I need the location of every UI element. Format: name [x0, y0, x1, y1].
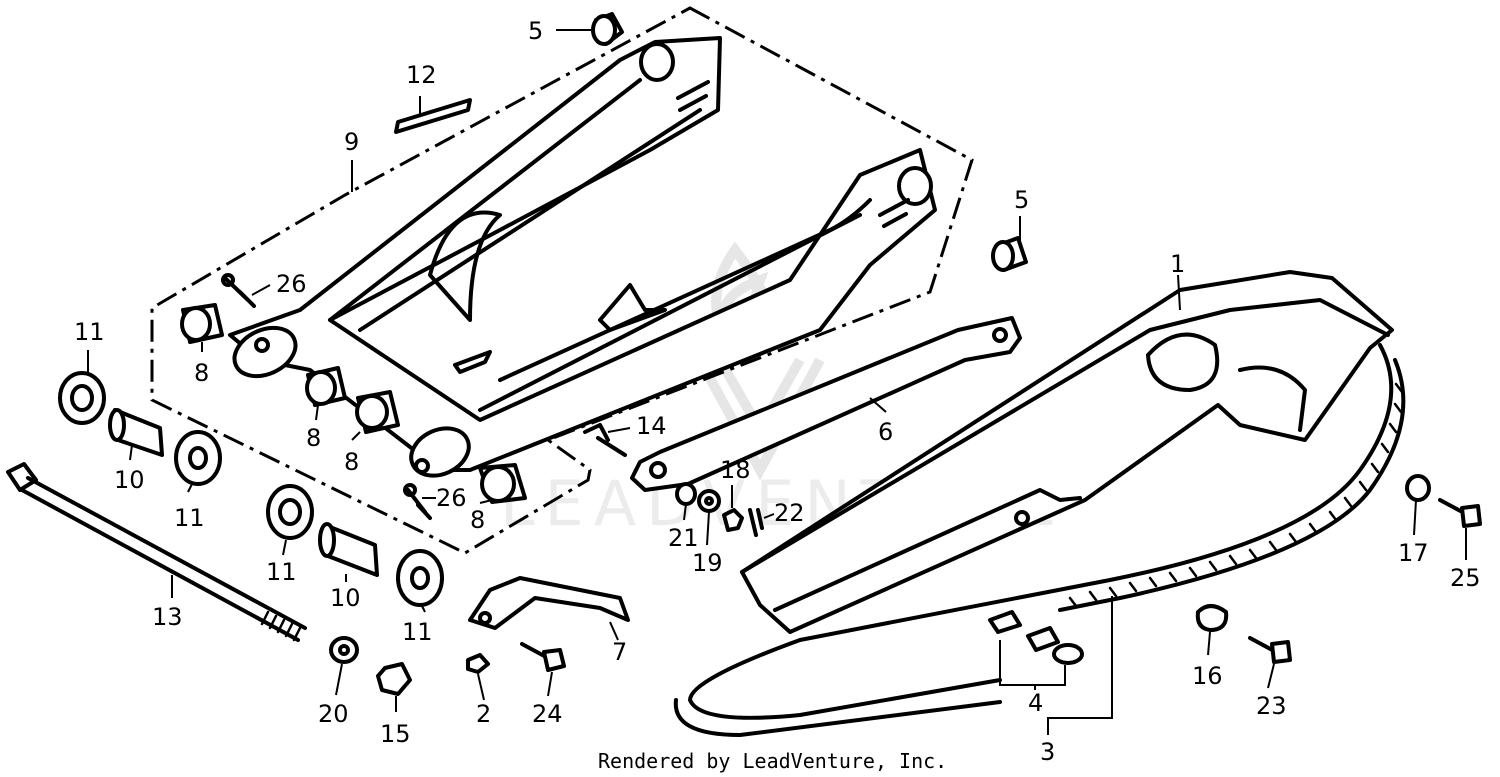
chain-case-bolt-lower [1248, 636, 1292, 664]
callout-16: 16 [1192, 662, 1223, 690]
grease-fitting-upper [221, 273, 256, 308]
pivot-collar-2 [318, 522, 379, 577]
master-link [988, 610, 1084, 665]
chain-case-bolt-upper [1438, 498, 1482, 528]
bushing-right [991, 236, 1028, 272]
callout-11-a: 11 [74, 318, 105, 346]
leader-lines [87, 29, 1467, 735]
callouts: 5 12 9 5 1 26 11 8 8 8 8 14 6 10 11 26 1… [74, 17, 1481, 766]
callout-8-a: 8 [194, 359, 209, 387]
callout-24: 24 [532, 700, 563, 728]
dust-seal-4 [396, 549, 444, 607]
render-credit: Rendered by LeadVenture, Inc. [598, 749, 947, 773]
chain-case [740, 270, 1394, 634]
swingarm [228, 36, 937, 478]
dust-seal-2 [174, 430, 222, 486]
callout-26-lower: 26 [436, 484, 467, 512]
callout-8-c: 8 [344, 448, 359, 476]
callout-22: 22 [774, 499, 805, 527]
pivot-bolt [6, 462, 307, 642]
callout-21: 21 [668, 524, 699, 552]
callout-7: 7 [612, 638, 627, 666]
callout-23: 23 [1256, 692, 1287, 720]
callout-9: 9 [344, 128, 359, 156]
callout-8-b: 8 [306, 424, 321, 452]
dust-seal-3 [266, 484, 314, 540]
callout-2: 2 [476, 700, 491, 728]
callout-15: 15 [380, 720, 411, 748]
callout-18: 18 [720, 456, 751, 484]
callout-20: 20 [318, 700, 349, 728]
callout-19: 19 [692, 549, 723, 577]
callout-10-b: 10 [330, 584, 361, 612]
callout-26-upper: 26 [276, 270, 307, 298]
callout-11-d: 11 [402, 618, 433, 646]
cotter-pin [748, 508, 764, 537]
callout-12: 12 [406, 61, 437, 89]
callout-14: 14 [636, 412, 667, 440]
guide-nut [466, 653, 490, 674]
torque-link [630, 316, 1022, 492]
grease-fitting-lower [403, 483, 432, 520]
callout-5-right: 5 [1014, 186, 1029, 214]
callout-13: 13 [152, 603, 183, 631]
callout-11-b: 11 [174, 504, 205, 532]
caution-label [394, 98, 472, 134]
chain-case-grommet [1195, 604, 1229, 632]
callout-6: 6 [878, 418, 893, 446]
callout-17: 17 [1398, 539, 1429, 567]
pivot-washer [329, 636, 359, 664]
drive-chain [673, 343, 1406, 737]
callout-3: 3 [1040, 738, 1055, 766]
pivot-collar-1 [108, 408, 164, 457]
guide-bolt [520, 642, 566, 672]
pivot-bushing-1 [180, 303, 224, 344]
pivot-bushing-3 [355, 390, 400, 434]
callout-1: 1 [1170, 250, 1185, 278]
swingarm-assembly-boundary [150, 6, 974, 555]
chain-case-collar [1405, 474, 1431, 502]
bushing-upper [591, 12, 624, 46]
callout-8-d: 8 [470, 506, 485, 534]
callout-25: 25 [1450, 564, 1481, 592]
pivot-nut [376, 662, 412, 696]
callout-5-upper: 5 [528, 17, 543, 45]
chain-guide [468, 576, 630, 630]
dust-seal-1 [58, 371, 106, 425]
torque-link-washer [697, 489, 721, 513]
torque-link-collar [675, 482, 697, 506]
castle-nut [722, 508, 744, 532]
pivot-bushing-4 [478, 463, 527, 504]
pivot-bushing-2 [305, 366, 347, 407]
torque-link-bolt [583, 423, 627, 457]
callout-10-a: 10 [114, 466, 145, 494]
callout-4: 4 [1028, 689, 1043, 717]
callout-11-c: 11 [266, 558, 297, 586]
